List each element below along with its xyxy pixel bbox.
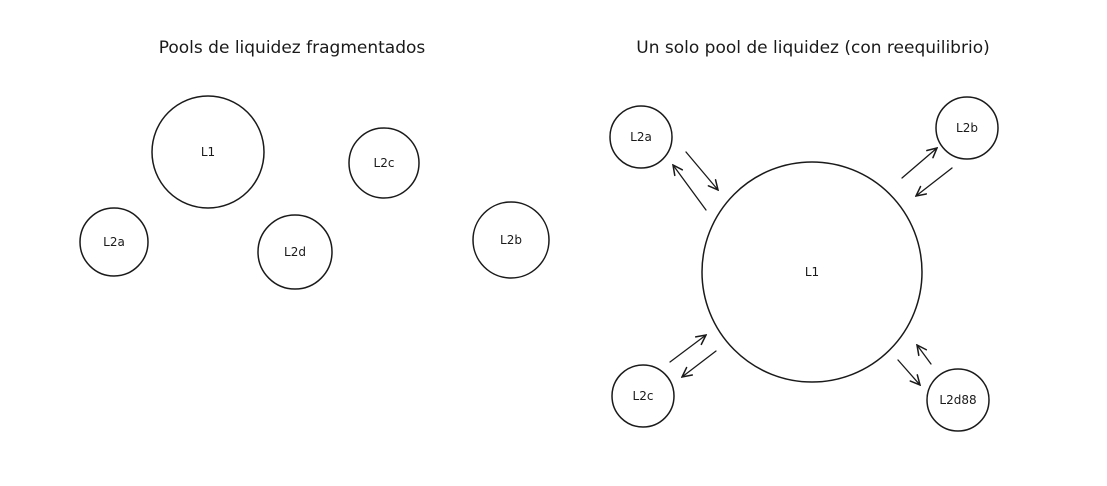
arrow-l2c-to-l1: [669, 335, 706, 363]
arrow-l1-to-l2d: [897, 359, 920, 385]
right-node-l1-label: L1: [805, 265, 819, 279]
right-node-l2a-circle: [609, 105, 673, 169]
left-node-l2b-circle: [472, 201, 550, 279]
right-node-l1: L1: [701, 161, 923, 383]
left-node-l2a-label: L2a: [103, 235, 125, 249]
right-node-l2a-label: L2a: [630, 130, 652, 144]
left-title: Pools de liquidez fragmentados: [159, 38, 426, 58]
arrows-l2c: [669, 335, 717, 377]
arrow-l2a-to-l1: [685, 151, 718, 190]
arrow-l1-to-l2a: [673, 165, 707, 211]
right-title: Un solo pool de liquidez (con reequilibr…: [636, 38, 989, 58]
right-node-l1-circle: [701, 161, 923, 383]
left-panel: Pools de liquidez fragmentados L1 L2c L2…: [79, 38, 550, 290]
right-node-l2d-label: L2d88: [939, 393, 976, 407]
left-node-l2d: L2d: [257, 214, 333, 290]
left-node-l1-circle: [151, 95, 265, 209]
left-node-l2b: L2b: [472, 201, 550, 279]
arrow-l1-to-l2b: [901, 148, 937, 179]
arrow-l2b-to-l1: [916, 167, 953, 196]
left-node-l2c-label: L2c: [374, 156, 395, 170]
right-node-l2d-circle: [926, 368, 990, 432]
arrows-l2d: [897, 345, 932, 385]
right-node-l2a: L2a: [609, 105, 673, 169]
right-node-l2c-label: L2c: [633, 389, 654, 403]
right-node-l2b-circle: [935, 96, 999, 160]
left-node-l2c-circle: [348, 127, 420, 199]
right-node-l2c: L2c: [611, 364, 675, 428]
right-node-l2d: L2d88: [926, 368, 990, 432]
arrows-l2b: [901, 148, 953, 196]
left-node-l2a-circle: [79, 207, 149, 277]
arrow-l1-to-l2c: [682, 350, 717, 377]
left-node-l1: L1: [151, 95, 265, 209]
left-node-l2a: L2a: [79, 207, 149, 277]
right-node-l2b-label: L2b: [956, 121, 978, 135]
right-node-l2b: L2b: [935, 96, 999, 160]
left-node-l2c: L2c: [348, 127, 420, 199]
arrows-l2a: [673, 151, 718, 211]
right-panel: Un solo pool de liquidez (con reequilibr…: [609, 38, 999, 432]
left-node-l2d-label: L2d: [284, 245, 306, 259]
right-node-l2c-circle: [611, 364, 675, 428]
left-node-l1-label: L1: [201, 145, 215, 159]
arrow-l2d-to-l1: [917, 345, 932, 365]
left-node-l2b-label: L2b: [500, 233, 522, 247]
left-node-l2d-circle: [257, 214, 333, 290]
